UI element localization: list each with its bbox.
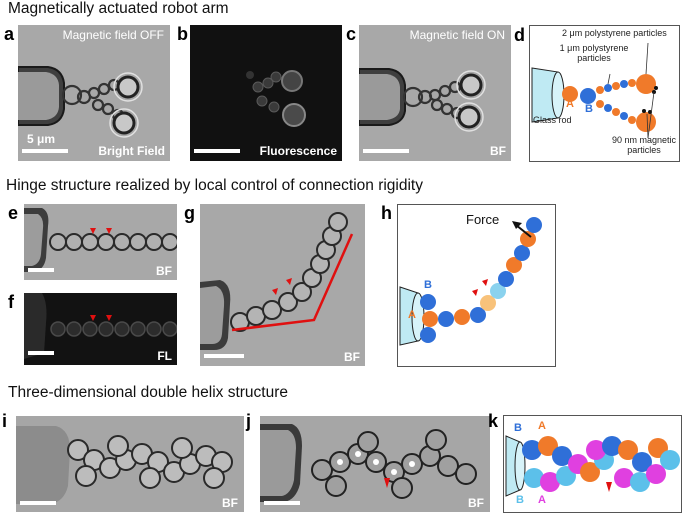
panel-label-b: b: [177, 24, 188, 44]
heading-double-helix: Three-dimensional double helix structure: [8, 384, 289, 401]
schematic-h: Force B A: [397, 204, 556, 367]
letter-a-k-top: A: [538, 420, 546, 432]
heading-hinge-structure: Hinge structure realized by local contro…: [6, 177, 423, 194]
micrograph-f: FL: [24, 293, 177, 365]
mode-label-c: BF: [490, 144, 506, 158]
letter-a-k-bottom: A: [538, 494, 546, 506]
panel-label-k: k: [488, 411, 499, 431]
micrograph-e-image: [24, 204, 177, 280]
schematic-d: 2 μm polystyrene particles 1 μm polystyr…: [529, 25, 680, 162]
letter-a-h: A: [408, 309, 416, 321]
micrograph-g: BF: [200, 204, 365, 366]
mode-label-g: BF: [344, 350, 360, 364]
panel-label-c: c: [346, 24, 357, 44]
letter-a-d: A: [566, 98, 574, 110]
mode-label-j: BF: [468, 496, 484, 510]
micrograph-c-image: [359, 25, 511, 161]
letter-b-h: B: [424, 279, 432, 291]
micrograph-i: BF: [16, 416, 244, 512]
micrograph-g-image: [200, 204, 365, 366]
panel-label-d: d: [514, 25, 525, 45]
letter-b-k-top: B: [514, 422, 522, 434]
schematic-d-drawing: [531, 42, 658, 139]
micrograph-b-image: [190, 25, 342, 161]
panel-label-f: f: [8, 292, 14, 312]
label-2um-particles: 2 μm polystyrene particles: [562, 28, 667, 38]
micrograph-b: Fluorescence: [190, 25, 342, 161]
mode-label-f: FL: [157, 349, 172, 363]
micrograph-a-image: [18, 25, 170, 161]
scale-bar-f: [28, 351, 54, 355]
panel-label-g: g: [184, 203, 195, 223]
schematic-k-drawing: [505, 435, 680, 497]
force-label: Force: [466, 212, 500, 227]
letter-b-d: B: [585, 103, 593, 115]
field-on-label: Magnetic field ON: [409, 28, 505, 42]
schematic-h-drawing: [399, 217, 542, 346]
mode-label-i: BF: [222, 496, 238, 510]
mode-label-b: Fluorescence: [259, 144, 337, 158]
label-90nm-particles: 90 nm magnetic particles: [611, 135, 677, 155]
micrograph-i-image: [16, 416, 244, 512]
panel-label-e: e: [8, 203, 19, 223]
scale-bar-g: [204, 354, 244, 358]
scale-bar-e: [28, 268, 54, 272]
scale-bar-c: [363, 149, 409, 153]
micrograph-j-image: [260, 416, 490, 512]
panel-label-h: h: [381, 203, 392, 223]
scale-bar-a: [22, 149, 68, 153]
panel-label-j: j: [246, 411, 252, 431]
label-glass-rod: Glass rod: [533, 115, 572, 125]
letter-b-k-bottom: B: [516, 494, 524, 506]
field-off-label: Magnetic field OFF: [62, 28, 164, 42]
label-1um-particles: 1 μm polystyrene particles: [559, 43, 629, 63]
scale-bar-i: [20, 501, 56, 505]
mode-label-a: Bright Field: [98, 144, 165, 158]
panel-label-a: a: [4, 24, 15, 44]
mode-label-e: BF: [156, 264, 172, 278]
scale-bar-b: [194, 149, 240, 153]
scale-bar-j: [264, 501, 300, 505]
micrograph-j: BF: [260, 416, 490, 512]
schematic-k: B A B A: [503, 415, 682, 513]
micrograph-c: Magnetic field ON BF: [359, 25, 511, 161]
micrograph-e: BF: [24, 204, 177, 280]
micrograph-a: Magnetic field OFF 5 μm Bright Field: [18, 25, 170, 161]
panel-label-i: i: [2, 411, 8, 431]
heading-robot-arm: Magnetically actuated robot arm: [8, 0, 229, 17]
scale-text-5um: 5 μm: [27, 132, 56, 146]
